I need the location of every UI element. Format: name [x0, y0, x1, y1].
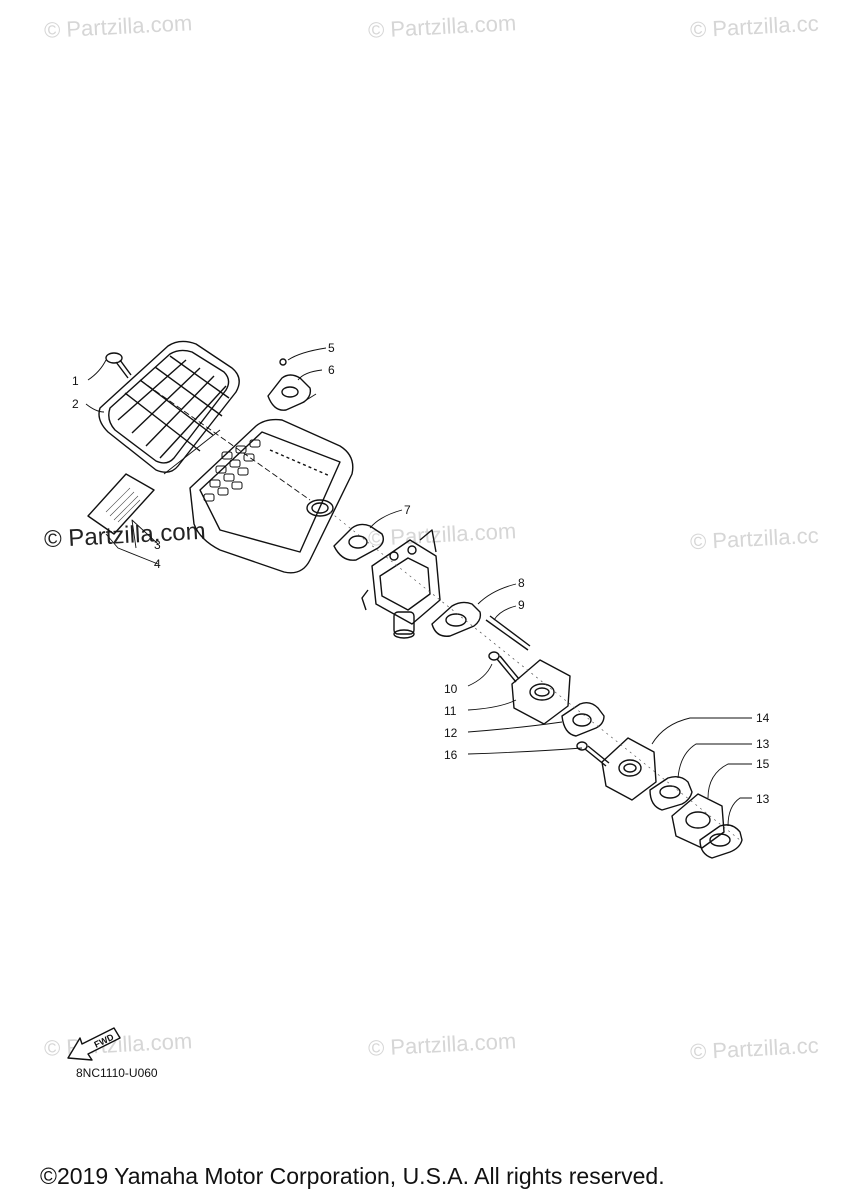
callout-number: 8: [518, 576, 525, 590]
filter-element-part: [87, 473, 155, 535]
callout-number: 9: [518, 598, 525, 612]
screw-part: [105, 352, 132, 379]
gasket-part: [431, 601, 482, 637]
forward-arrow-icon: FWD: [67, 1027, 121, 1061]
intake-joint-part: [601, 737, 657, 801]
insulator-part: [671, 793, 725, 849]
intake-manifold-part: [511, 659, 571, 725]
callout-number: 13: [756, 792, 770, 806]
callout-number: 2: [72, 397, 79, 411]
callout-number: 6: [328, 363, 335, 377]
stud-bolt-part: [485, 615, 531, 651]
callout-number: 14: [756, 711, 770, 725]
diagram-code: 8NC1110-U060: [76, 1066, 158, 1080]
callout-number: 12: [444, 726, 458, 740]
axis-line: [329, 511, 741, 841]
callout-number: 16: [444, 748, 458, 762]
gasket-part: [333, 523, 385, 561]
callout-number: 5: [328, 341, 335, 355]
callout-number: 7: [404, 503, 411, 517]
bolt-part: [576, 741, 610, 767]
callout-number: 15: [756, 757, 770, 771]
callout-number: 1: [72, 374, 79, 388]
gasket-part: [699, 824, 743, 859]
air-filter-cover-part: [98, 340, 240, 473]
callout-number: 13: [756, 737, 770, 751]
callout-number: 10: [444, 682, 458, 696]
callout-number: 3: [154, 538, 161, 552]
leader-lines: [85, 347, 752, 827]
callout-number: 11: [444, 704, 457, 718]
carburetor-part: [361, 529, 441, 639]
air-cleaner-body-part: [189, 418, 354, 574]
copyright-notice: ©2019 Yamaha Motor Corporation, U.S.A. A…: [40, 1163, 665, 1189]
bolt-part: [488, 651, 520, 683]
gasket-part: [267, 358, 312, 411]
callout-number: 4: [154, 557, 161, 571]
gasket-part: [561, 701, 605, 737]
